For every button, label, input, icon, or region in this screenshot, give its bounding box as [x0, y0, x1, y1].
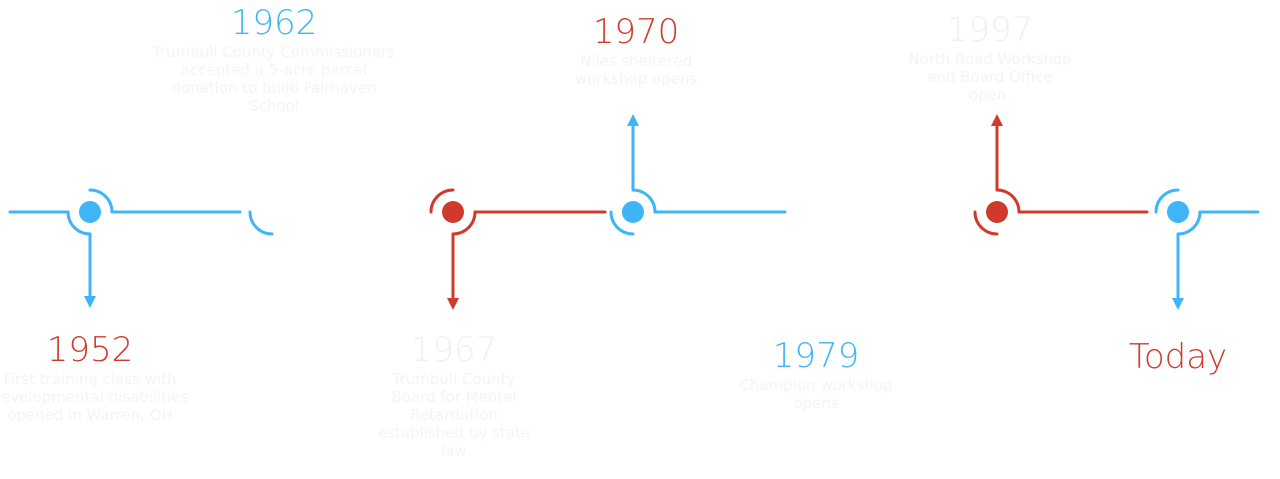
timeline-node-1970: [609, 114, 787, 236]
event-1997: 1997 North Road Workshop and Board Offic…: [905, 10, 1075, 104]
timeline-node-1997: [973, 114, 1149, 236]
timeline-node-today: [1154, 188, 1260, 310]
event-year: 1970: [592, 12, 680, 52]
event-year: 1962: [230, 3, 318, 43]
event-description: First training class with developmental …: [0, 370, 189, 424]
event-description: Champion workshop opens: [739, 376, 893, 412]
event-year: 1979: [772, 336, 860, 376]
event-1970: 1970 Niles sheltered workshop opens: [566, 12, 706, 88]
timeline-node-1967: [429, 188, 607, 310]
event-description: North Road Workshop and Board Office ope…: [908, 50, 1072, 104]
event-1967: 1967 Trumbull County Board for Mental Re…: [369, 330, 539, 460]
timeline-node-1952: [8, 188, 274, 308]
event-year: Today: [1128, 337, 1228, 377]
event-today: Today: [1098, 337, 1258, 377]
event-description: Trumbull County Commissioners accepted a…: [152, 43, 396, 115]
event-1979: 1979 Champion workshop opens: [716, 336, 916, 412]
event-year: 1997: [946, 10, 1034, 50]
event-year: 1952: [46, 330, 134, 370]
event-1952: 1952 First training class with developme…: [0, 330, 190, 424]
event-description: Niles sheltered workshop opens: [574, 52, 698, 88]
event-description: Trumbull County Board for Mental Retarda…: [378, 370, 530, 460]
event-1962: 1962 Trumbull County Commissioners accep…: [149, 3, 399, 115]
event-year: 1967: [410, 330, 498, 370]
